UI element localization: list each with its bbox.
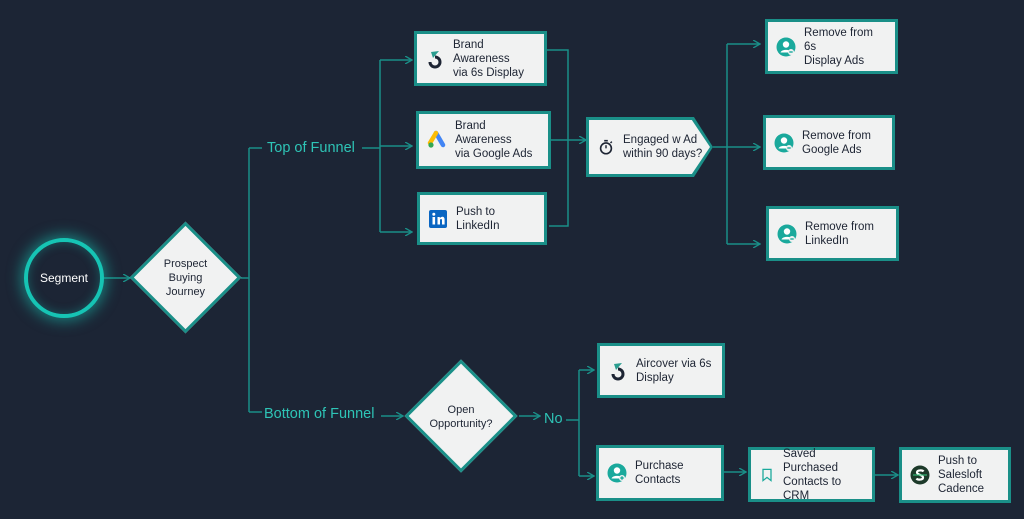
segment-label: Segment [39,271,89,285]
channel-2-line-1: Brand Awareness [455,120,512,146]
push-to-linkedin-node: Push to LinkedIn [417,192,547,245]
user-add-icon [607,463,627,483]
remove-1-line-2: Display Ads [804,54,865,67]
prospect-decision-line-2: Buying [168,271,203,284]
remove-3-line-1: Remove from [805,220,875,233]
purchase-line-2: Contacts [635,474,681,486]
no-label: No [544,411,563,427]
engaged-line-1: Engaged w Ad [623,134,698,146]
remove-from-6s-display-node: Remove from 6s Display Ads [765,19,898,74]
open-opportunity-decision: Open Opportunity? [403,359,519,473]
aircover-line-2: Display [636,371,674,384]
aircover-line-1: Aircover via 6s [636,357,712,370]
linkedin-icon [429,209,447,228]
open-opportunity-line-1: Open [447,403,475,416]
google-ads-icon [427,130,446,148]
salesloft-line-2: Salesloft [938,469,983,481]
saved-line-2: Contacts to CRM [783,475,842,502]
aircover-6s-display-node: Aircover via 6s Display [597,343,725,398]
saved-contacts-to-crm-node: Saved Purchased Contacts to CRM [748,447,875,502]
open-opportunity-line-2: Opportunity? [429,417,493,430]
engaged-line-2: within 90 days? [623,148,703,160]
top-of-funnel-label: Top of Funnel [267,140,355,156]
prospect-decision-line-3: Journey [165,285,206,298]
purchase-line-1: Purchase [635,460,684,472]
remove-2-line-2: Google Ads [802,143,862,156]
channel-1-line-1: Brand Awareness [453,38,510,65]
remove-1-line-1: Remove from 6s [804,26,874,53]
salesloft-line-1: Push to [938,455,977,467]
bottom-of-funnel-label: Bottom of Funnel [264,406,375,422]
bookmark-icon [762,468,772,482]
segment-start-node: Segment [24,238,104,318]
salesloft-logo-icon [910,465,930,485]
saved-line-1: Saved Purchased [783,447,838,474]
user-remove-icon [774,133,794,152]
user-remove-icon [777,224,797,243]
brand-awareness-google-ads-node: Brand Awareness via Google Ads [416,111,551,169]
channel-3-label: Push to LinkedIn [456,205,500,232]
engaged-with-ad-decision: Engaged w Ad within 90 days? [586,117,713,177]
stopwatch-icon [599,139,613,155]
channel-2-line-2: via Google Ads [455,148,533,160]
remove-3-line-2: LinkedIn [805,234,849,247]
user-remove-icon [776,37,796,56]
push-to-salesloft-node: Push to Salesloft Cadence [899,447,1011,503]
prospect-buying-journey-decision: Prospect Buying Journey [129,221,242,334]
salesloft-line-3: Cadence [938,483,985,495]
channel-1-line-2: via 6s Display [453,66,524,79]
brand-awareness-6s-display-node: Brand Awareness via 6s Display [414,31,547,86]
6sense-logo-icon [428,50,442,68]
6sense-logo-icon [611,362,625,380]
remove-2-line-1: Remove from [802,129,872,142]
prospect-decision-line-1: Prospect [163,257,208,270]
remove-from-linkedin-node: Remove from LinkedIn [766,206,899,261]
purchase-contacts-node: Purchase Contacts [596,445,724,501]
remove-from-google-ads-node: Remove from Google Ads [763,115,895,170]
